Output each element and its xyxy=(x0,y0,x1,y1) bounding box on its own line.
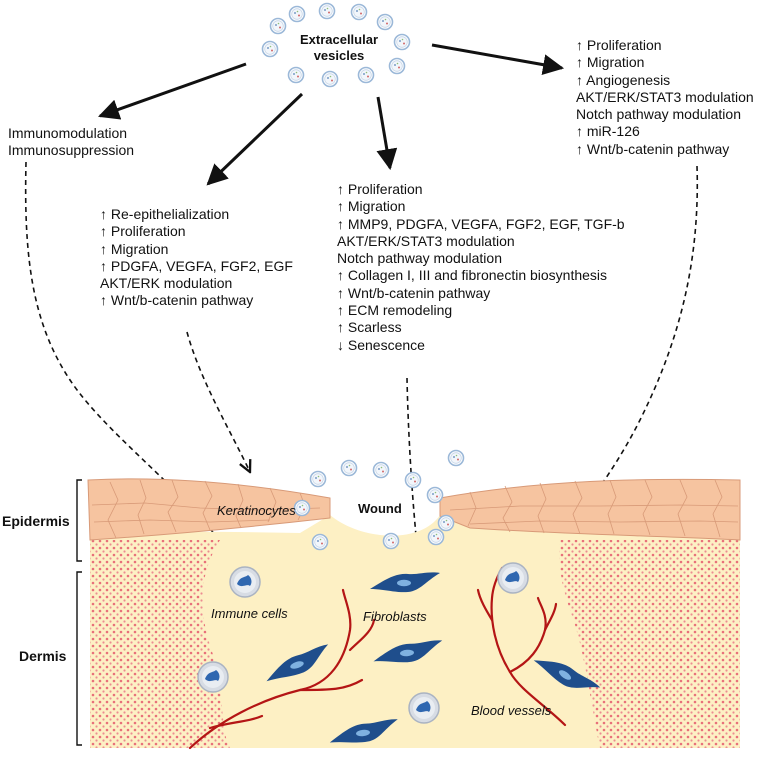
ev-title-line1: Extracellular xyxy=(299,32,379,47)
fibroblast-effect-item: AKT/ERK/STAT3 modulation xyxy=(337,232,515,249)
endothelial-effect-item: ↑ Migration xyxy=(576,54,645,71)
immune-effect-item: Immunomodulation xyxy=(8,125,128,141)
immune-cells-label: Immune cells xyxy=(211,606,288,621)
fibroblast-effect-item: ↓ Senescence xyxy=(337,336,425,353)
keratinocyte-effect-item: ↑ PDGFA, VEGFA, FGF2, EGF xyxy=(100,257,293,274)
keratinocyte-effect-item: ↑ Wnt/b-catenin pathway xyxy=(100,292,254,309)
fibroblast-effect-item: Notch pathway modulation xyxy=(337,250,502,267)
keratinocyte-effect-item: ↑ Proliferation xyxy=(100,223,186,240)
endothelial-effect-item: ↑ miR-126 xyxy=(576,123,640,140)
immune-effects-text: Immunomodulation Immunosuppression xyxy=(8,125,134,160)
solid-arrows xyxy=(98,43,565,186)
wound-label: Wound xyxy=(358,501,402,516)
dermis-label: Dermis xyxy=(19,648,67,664)
keratinocytes-label: Keratinocytes xyxy=(217,503,296,518)
skin-cross-section xyxy=(76,449,741,750)
endothelial-effect-item: Notch pathway modulation xyxy=(576,106,741,123)
ev-title: Extracellular vesicles xyxy=(286,32,392,64)
fibroblast-effect-item: ↑ Scarless xyxy=(337,319,402,336)
endothelial-effect-item: ↑ Wnt/b-catenin pathway xyxy=(576,140,730,157)
keratinocyte-effects-text: ↑ Re-epithelialization ↑ Proliferation ↑… xyxy=(100,206,293,310)
endothelial-effect-item: ↑ Proliferation xyxy=(576,37,662,53)
keratinocyte-effect-item: AKT/ERK modulation xyxy=(100,275,233,292)
fibroblast-effect-item: ↑ Wnt/b-catenin pathway xyxy=(337,284,491,301)
keratinocyte-effect-item: ↑ Re-epithelialization xyxy=(100,206,230,222)
epidermis-label: Epidermis xyxy=(2,513,70,529)
endothelial-effect-item: AKT/ERK/STAT3 modulation xyxy=(576,88,754,105)
endothelial-effect-item: ↑ Angiogenesis xyxy=(576,71,671,88)
fibroblasts-label: Fibroblasts xyxy=(363,609,427,624)
blood-vessels-label: Blood vessels xyxy=(471,703,552,718)
immune-effect-item: Immunosuppression xyxy=(8,142,135,159)
fibroblast-effects-text: ↑ Proliferation ↑ Migration ↑ MMP9, PDGF… xyxy=(337,181,625,354)
keratinocyte-effect-item: ↑ Migration xyxy=(100,240,169,257)
fibroblast-effect-item: ↑ Collagen I, III and fibronectin biosyn… xyxy=(337,267,608,284)
fibroblast-effect-item: ↑ MMP9, PDGFA, VEGFA, FGF2, EGF, TGF-b xyxy=(337,215,625,232)
fibroblast-effect-item: ↑ Migration xyxy=(337,198,406,215)
endothelial-effects-text: ↑ Proliferation ↑ Migration ↑ Angiogenes… xyxy=(576,37,754,158)
fibroblast-effect-item: ↑ ECM remodeling xyxy=(337,302,453,319)
fibroblast-effect-item: ↑ Proliferation xyxy=(337,181,423,197)
ev-title-line2: vesicles xyxy=(313,48,365,63)
